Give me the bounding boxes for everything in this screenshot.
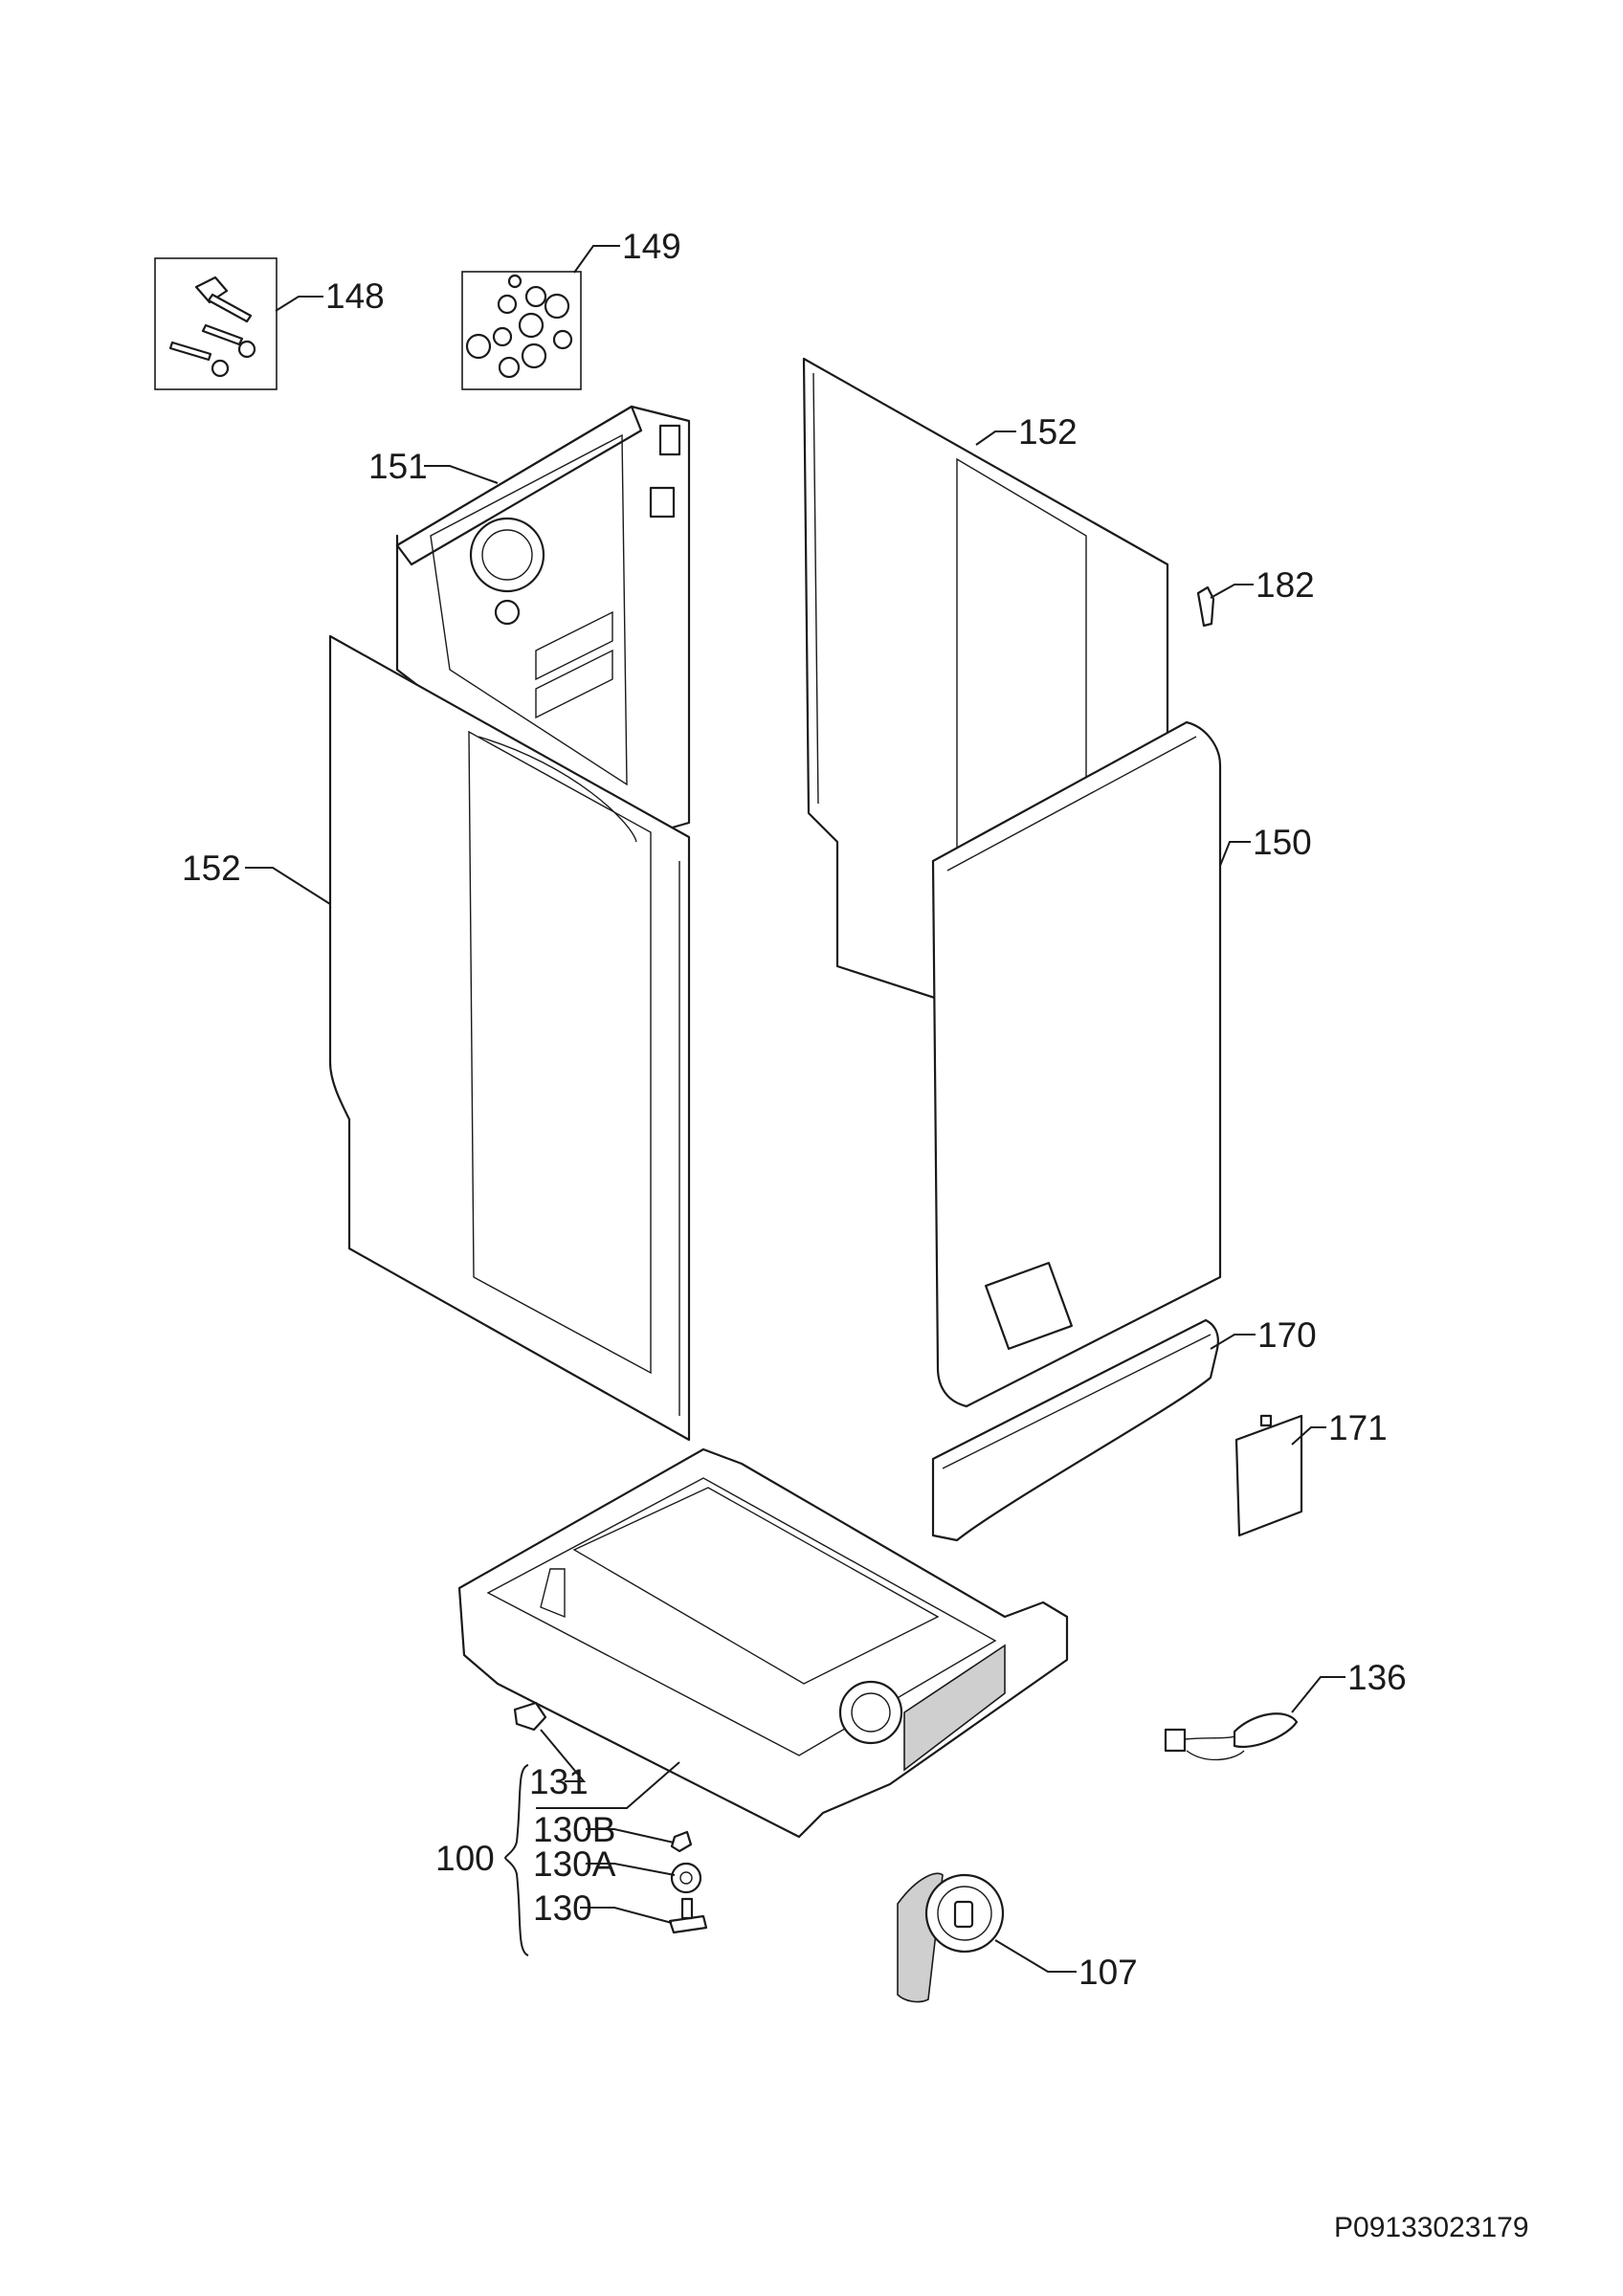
- label-150: 150: [1253, 823, 1312, 862]
- part-152-left-side-panel: [328, 634, 691, 1442]
- drawing-number: P09133023179: [1334, 2212, 1529, 2243]
- part-131-hinge: [513, 1701, 547, 1732]
- part-130B-foot-nut: [670, 1830, 693, 1853]
- label-152-right: 152: [1018, 412, 1078, 452]
- part-171-filter-flap: [1234, 1414, 1303, 1537]
- part-136-sensor-cable: [1164, 1712, 1299, 1761]
- label-170: 170: [1257, 1315, 1317, 1355]
- label-136: 136: [1347, 1658, 1407, 1697]
- part-149-grommet-kit: [461, 271, 582, 390]
- label-130A: 130A: [533, 1844, 616, 1884]
- part-150-front-panel: [931, 720, 1222, 1408]
- part-100-base: [457, 1447, 1069, 1839]
- label-130: 130: [533, 1888, 592, 1928]
- label-100: 100: [435, 1839, 495, 1878]
- label-107: 107: [1078, 1953, 1138, 1992]
- label-171: 171: [1328, 1408, 1388, 1447]
- label-152-left: 152: [182, 849, 241, 888]
- part-107-filter-cover: [897, 1872, 1005, 2003]
- label-130B: 130B: [533, 1810, 615, 1849]
- part-148-screw-kit: [154, 257, 278, 390]
- label-131: 131: [529, 1762, 589, 1801]
- leader-lines: [245, 245, 1345, 1973]
- label-182: 182: [1256, 565, 1315, 605]
- label-151: 151: [368, 447, 428, 486]
- label-149: 149: [622, 227, 681, 266]
- part-130-foot: [668, 1897, 708, 1934]
- part-130A-foot-gear: [670, 1862, 702, 1894]
- part-151-rear-frame: [395, 405, 691, 844]
- part-182-clip: [1196, 585, 1215, 628]
- label-148: 148: [325, 276, 385, 316]
- part-170-plinth: [931, 1318, 1219, 1542]
